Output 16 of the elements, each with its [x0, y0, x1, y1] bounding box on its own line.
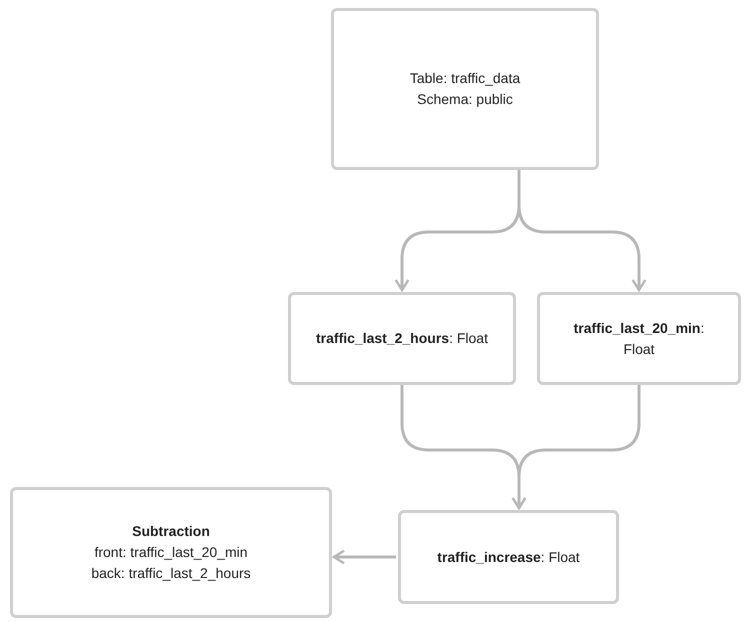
box-text: traffic_increase: Float	[437, 548, 580, 566]
arrow	[518, 170, 646, 292]
arrow	[332, 550, 396, 564]
process-box	[537, 292, 741, 385]
box-text: back: traffic_last_2_hours	[91, 564, 251, 583]
box-text: Schema: public	[417, 90, 513, 109]
box-text: Table: traffic_data	[410, 69, 520, 88]
process-box	[331, 8, 599, 170]
process-box	[10, 487, 332, 618]
arrow	[512, 385, 640, 510]
box-text: front: traffic_last_20_min	[94, 543, 248, 562]
process-box	[398, 510, 619, 604]
box-text: traffic_last_2_hours: Float	[316, 329, 488, 348]
box-text: traffic_last_20_min: Float	[572, 318, 706, 358]
process-box	[288, 292, 516, 385]
box-heading: Subtraction	[132, 522, 210, 541]
